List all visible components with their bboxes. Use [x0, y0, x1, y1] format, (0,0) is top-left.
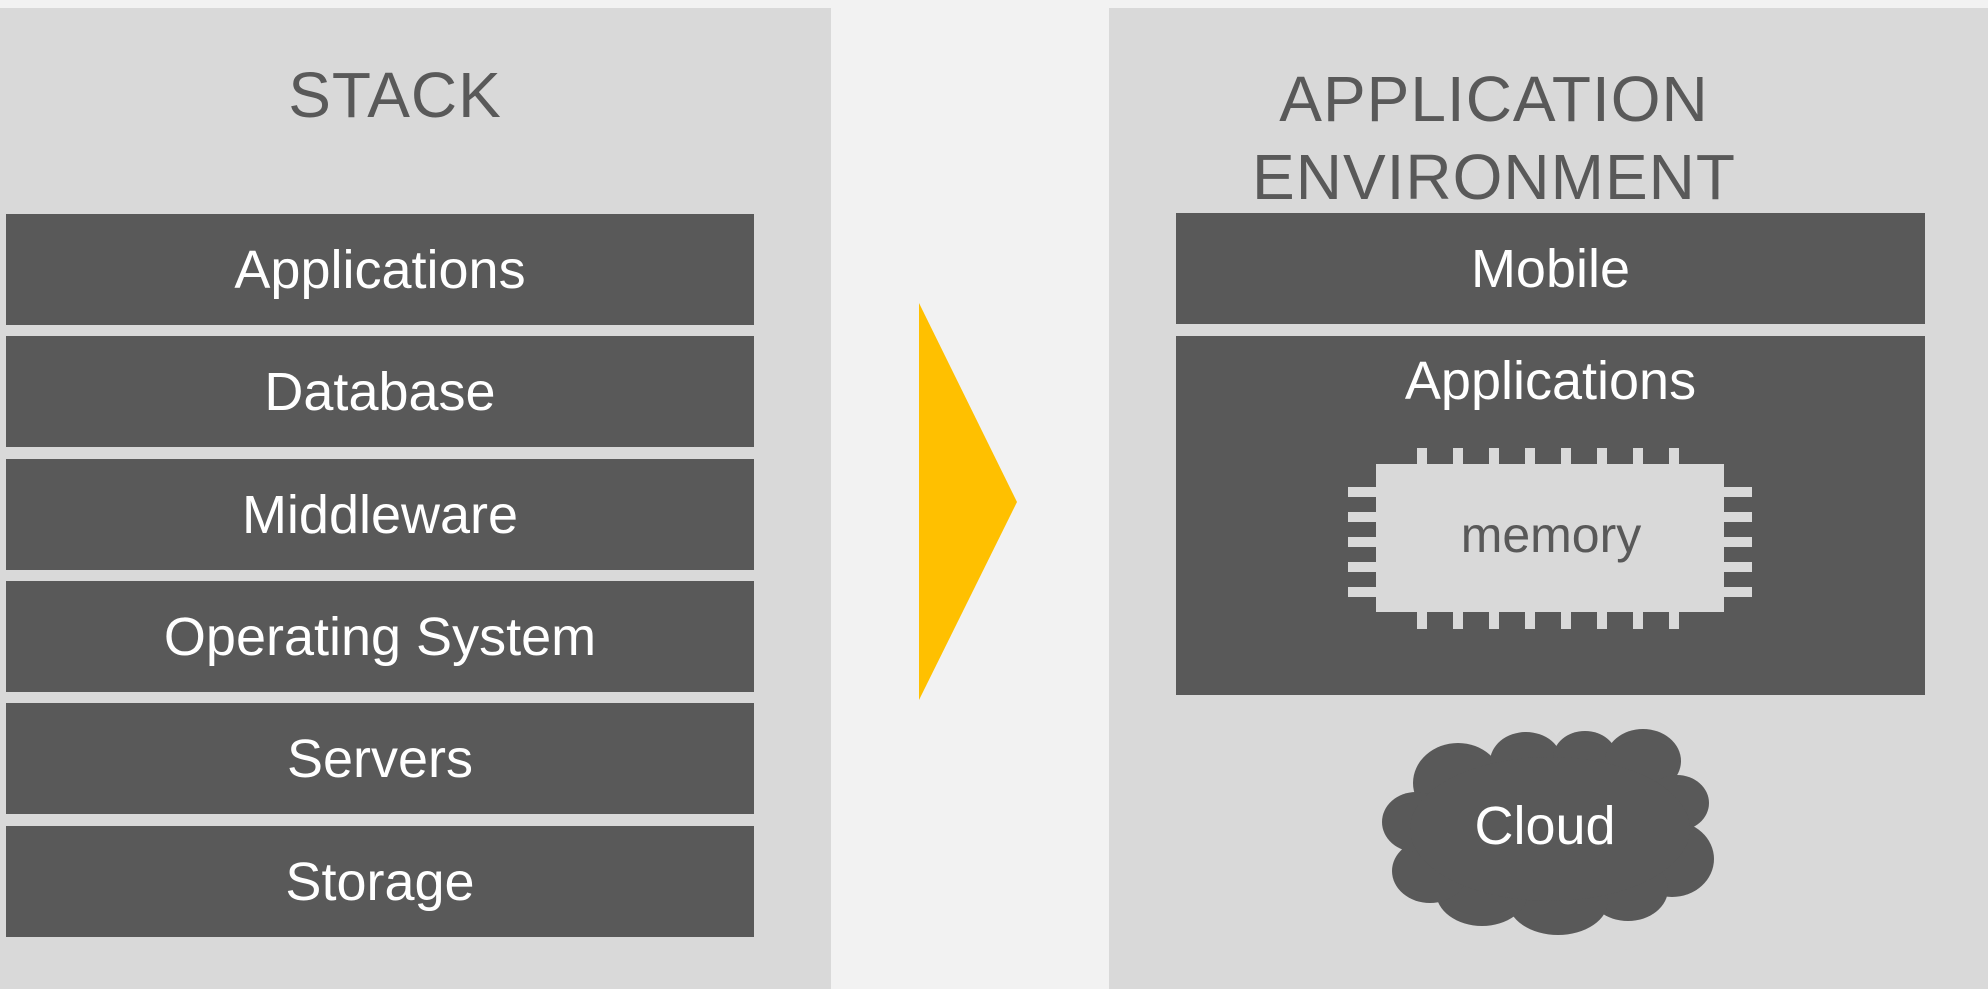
stack-layer-middleware: Middleware: [6, 459, 754, 570]
stack-layer-applications: Applications: [6, 214, 754, 325]
stack-layer-operating-system: Operating System: [6, 581, 754, 692]
memory-chip-icon: [1348, 448, 1752, 629]
memory-label: memory: [1460, 507, 1642, 563]
environment-title: APPLICATION ENVIRONMENT: [1252, 63, 1736, 213]
stack-title: STACK: [288, 59, 502, 131]
cloud-icon: [1382, 729, 1714, 935]
applications-label: Applications: [1404, 351, 1697, 411]
cloud-label: Cloud: [1474, 796, 1616, 856]
mobile-block: Mobile: [1176, 213, 1925, 324]
stack-layer-database: Database: [6, 336, 754, 447]
applications-block: Applications: [1176, 336, 1925, 695]
stack-layer-storage: Storage: [6, 826, 754, 937]
right-triangle-arrow-icon: [919, 303, 1017, 700]
stack-layer-servers: Servers: [6, 703, 754, 814]
